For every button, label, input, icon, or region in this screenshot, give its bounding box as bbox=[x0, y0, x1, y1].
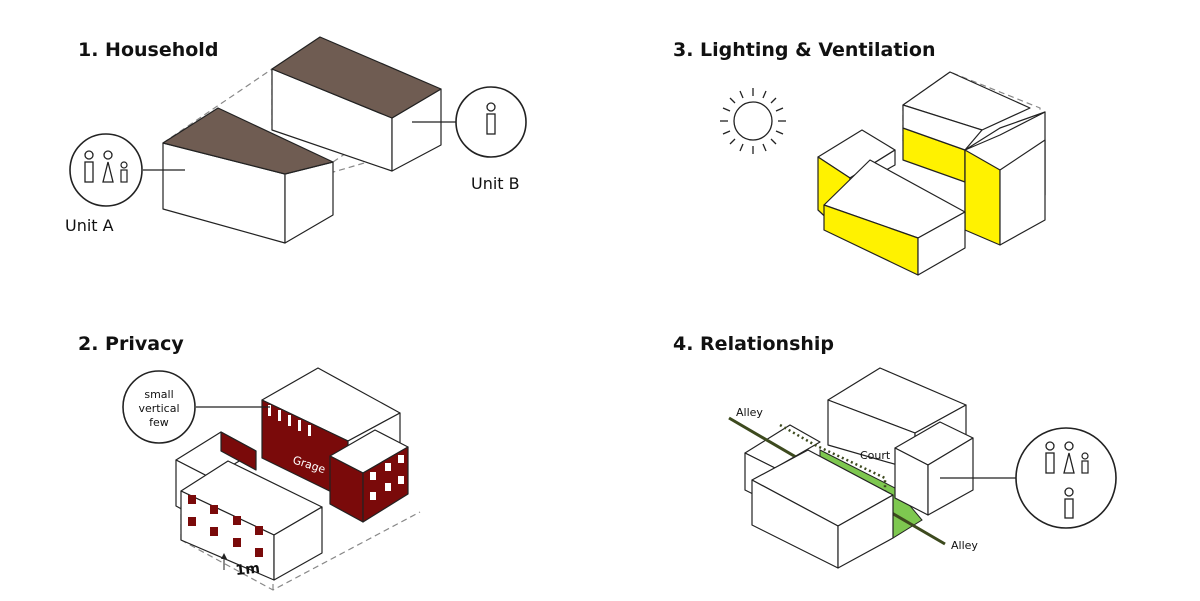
lighting-title: 3. Lighting & Ventilation bbox=[673, 39, 936, 61]
family-icon bbox=[84, 150, 128, 183]
right-block-windows bbox=[370, 455, 404, 500]
unit-b-callout bbox=[455, 86, 527, 158]
relationship-callout bbox=[1015, 427, 1117, 529]
single-person-icon bbox=[486, 102, 496, 135]
alley-top-label: Alley bbox=[736, 406, 763, 419]
front-block-windows bbox=[188, 495, 263, 557]
unit-a-roof bbox=[162, 107, 334, 175]
unit-a-block bbox=[162, 107, 334, 244]
panel-privacy: 2. Privacy Grage bbox=[78, 333, 421, 591]
unit-b-block bbox=[271, 36, 442, 172]
relationship-right-block bbox=[894, 421, 974, 516]
household-title: 1. Household bbox=[78, 39, 218, 61]
privacy-right-block bbox=[329, 429, 409, 523]
lighting-front-block bbox=[817, 129, 966, 276]
privacy-front-block bbox=[180, 460, 323, 581]
unit-b-label: Unit B bbox=[471, 174, 520, 193]
dimension-label: 1m bbox=[235, 561, 261, 579]
callout-line-3: few bbox=[149, 416, 169, 429]
lighting-back-block bbox=[902, 71, 1046, 246]
family-icon bbox=[1045, 441, 1089, 474]
alley-bottom-label: Alley bbox=[951, 539, 978, 552]
court-label: Court bbox=[860, 449, 891, 462]
dimension-marker bbox=[221, 553, 227, 570]
single-person-icon bbox=[1064, 487, 1074, 519]
relationship-title: 4. Relationship bbox=[673, 333, 834, 355]
panel-household: 1. Household bbox=[65, 36, 527, 244]
unit-b-roof bbox=[271, 36, 442, 119]
callout-line-2: vertical bbox=[138, 402, 179, 415]
facade-vertical-windows bbox=[268, 405, 311, 436]
unit-a-label: Unit A bbox=[65, 216, 114, 235]
privacy-callout: small vertical few bbox=[122, 370, 196, 444]
unit-a-callout bbox=[69, 133, 143, 207]
panel-lighting: 3. Lighting & Ventilation bbox=[673, 39, 1046, 276]
panel-relationship: 4. Relationship Alle bbox=[673, 333, 1117, 569]
relationship-front-block bbox=[751, 449, 894, 569]
sun-icon bbox=[720, 88, 786, 154]
privacy-title: 2. Privacy bbox=[78, 333, 184, 355]
callout-line-1: small bbox=[144, 388, 173, 401]
